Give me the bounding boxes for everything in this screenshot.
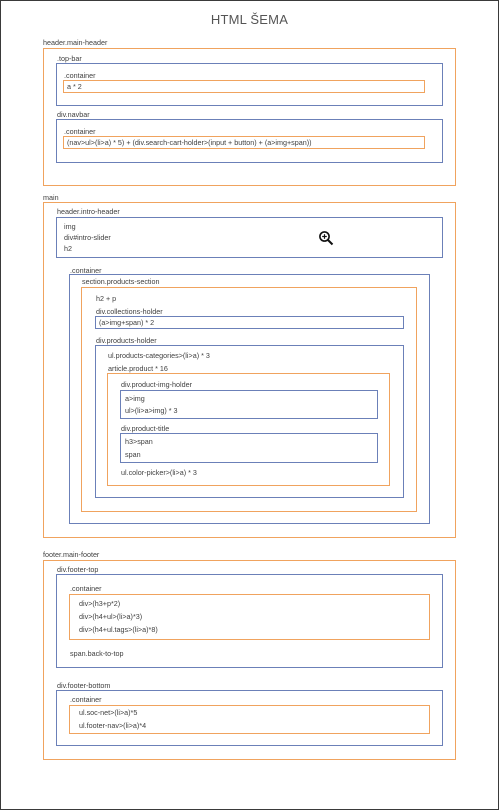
collections-content: (a>img+span) * 2 [99, 318, 155, 327]
top-bar-box [56, 63, 443, 106]
navbar-label: div.navbar [57, 110, 90, 119]
footer-top-line: div>(h3+p*2) [79, 599, 121, 608]
footer-top-container-label: .container [70, 584, 102, 593]
main-container-box [69, 274, 430, 524]
footer-bottom-container-label: .container [70, 695, 102, 704]
diagram-title: HTML ŠEMA [210, 12, 289, 27]
intro-line: h2 [64, 244, 72, 253]
navbar-box [56, 119, 443, 163]
title-line: h3>span [125, 437, 153, 446]
footer-top-label: div.footer-top [57, 565, 99, 574]
article-product-label: article.product * 16 [108, 364, 168, 373]
footer-bottom-label: div.footer-bottom [57, 681, 111, 690]
intro-line: img [64, 222, 76, 231]
title-line: span [125, 450, 141, 459]
intro-header-box [56, 217, 443, 258]
footer-top-box [56, 574, 443, 668]
footer-bottom-line: ul.footer-nav>(li>a)*4 [79, 721, 147, 730]
collections-holder-label: div.collections-holder [96, 307, 163, 316]
product-title-label: div.product-title [121, 424, 170, 433]
navbar-container-box [63, 136, 425, 149]
article-product-box [107, 373, 390, 486]
main-label: main [43, 193, 59, 202]
h2p-line: h2 + p [96, 294, 117, 303]
intro-line: div#intro-slider [64, 233, 111, 242]
product-img-holder-label: div.product-img-holder [121, 380, 192, 389]
products-holder-box [95, 345, 404, 498]
product-title-box [120, 433, 378, 463]
footer-label: footer.main-footer [43, 550, 100, 559]
products-section-box [81, 287, 417, 512]
top-bar-container-box [63, 80, 425, 93]
footer-top-line: div>(h4+ul>(li>a)*3) [79, 612, 143, 621]
header-box [43, 48, 456, 186]
top-bar-container-label: .container [64, 71, 96, 80]
top-bar-label: .top-bar [57, 54, 82, 63]
footer-box [43, 560, 456, 760]
navbar-container-label: .container [64, 127, 96, 136]
footer-bottom-container-box [69, 705, 430, 734]
color-picker-line: ul.color-picker>(li>a) * 3 [121, 468, 197, 477]
product-img-holder-box [120, 390, 378, 419]
top-bar-content: a * 2 [67, 82, 82, 91]
products-categories-line: ul.products-categories>(li>a) * 3 [108, 351, 210, 360]
img-holder-line: a>img [125, 394, 145, 403]
footer-top-container-box [69, 594, 430, 640]
products-holder-label: div.products-holder [96, 336, 157, 345]
main-box [43, 202, 456, 538]
footer-top-line: div>(h4+ul.tags>(li>a)*8) [79, 625, 158, 634]
zoom-in-icon[interactable] [318, 230, 334, 246]
navbar-content: (nav>ul>(li>a) * 5) + (div.search-cart-h… [67, 138, 312, 147]
back-to-top-line: span.back-to-top [70, 649, 124, 658]
products-section-label: section.products-section [82, 277, 160, 286]
footer-bottom-box [56, 690, 443, 746]
img-holder-line: ul>(li>a>img) * 3 [125, 406, 178, 415]
collections-holder-box [95, 316, 404, 329]
main-container-label: .container [70, 266, 102, 275]
intro-header-label: header.intro-header [57, 207, 120, 216]
footer-bottom-line: ul.soc-net>(li>a)*5 [79, 708, 138, 717]
header-label: header.main-header [43, 38, 108, 47]
